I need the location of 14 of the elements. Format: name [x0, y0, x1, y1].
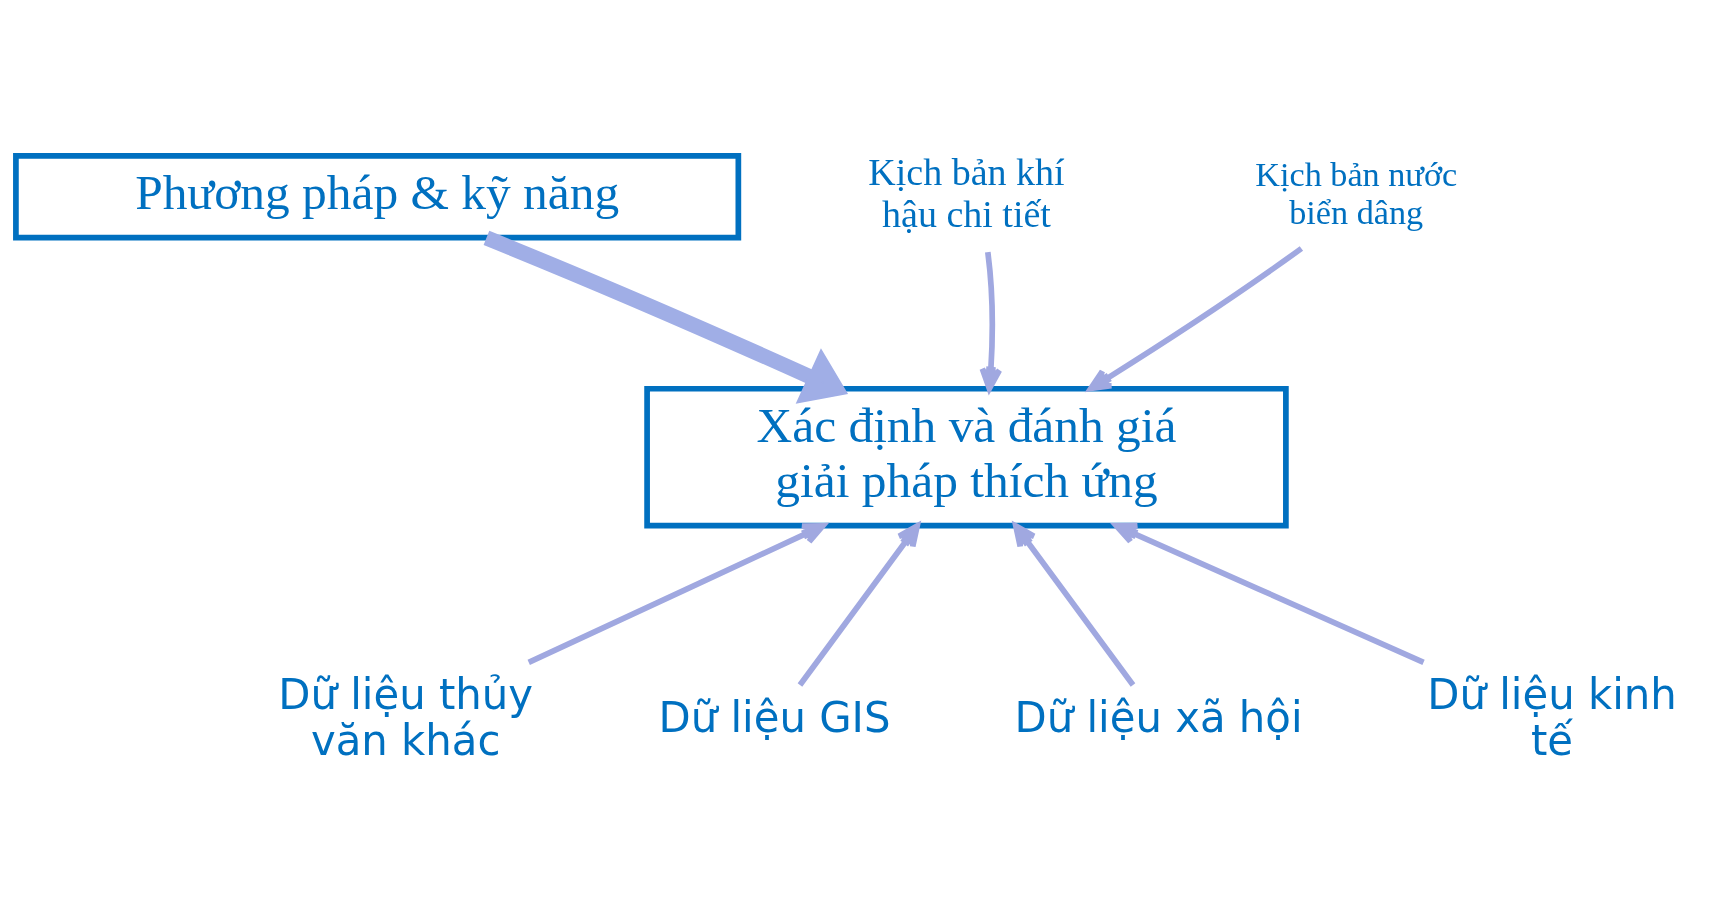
arrow	[483, 230, 849, 404]
node-box: Xác định và đánh giá giải pháp thích ứng	[644, 385, 1289, 529]
arrow	[527, 522, 826, 665]
node-text: Kịch bản nước biển dâng	[1255, 156, 1458, 232]
node-text: Dữ liệu GIS	[658, 693, 891, 743]
arrow	[1087, 246, 1304, 392]
arrow	[1113, 522, 1425, 665]
node-box: Phương pháp & kỹ năng	[13, 153, 742, 241]
arrow	[797, 523, 920, 687]
node-text: Dữ liệu kinh tế	[1427, 670, 1677, 765]
node-text: Dữ liệu thủy văn khác	[278, 670, 534, 765]
node-text: Dữ liệu xã hội	[1014, 693, 1303, 743]
arrow	[1012, 523, 1136, 687]
node-text: Kịch bản khí hậu chi tiết	[868, 151, 1065, 236]
